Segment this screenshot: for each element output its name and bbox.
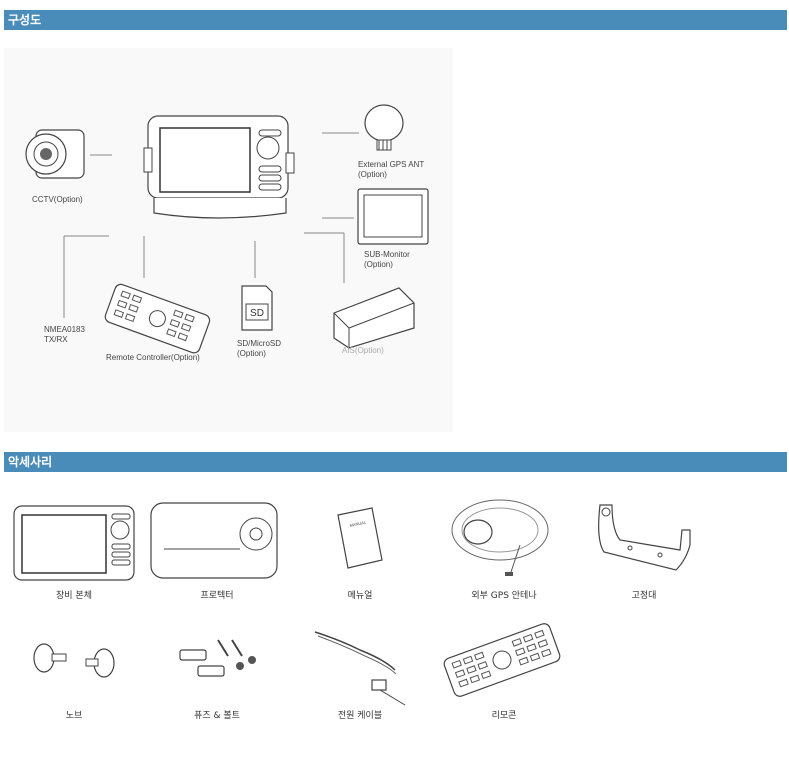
caption-protector: 프로텍터	[200, 591, 234, 601]
accessory-knob-image	[33, 643, 115, 678]
label-sd-line1: SD/MicroSD	[237, 339, 282, 348]
caption-power-cable: 전원 케이블	[337, 711, 383, 721]
accessory-bracket-image	[598, 504, 691, 571]
section-header-accessories: 악세사리	[4, 452, 787, 472]
sd-card-drawing: SD	[241, 285, 273, 331]
accessory-protector-image	[150, 502, 278, 579]
label-gps-line2: (Option)	[358, 170, 387, 179]
label-sd-line2: (Option)	[237, 349, 266, 358]
caption-knob: 노브	[65, 711, 83, 721]
label-cctv: CCTV(Option)	[32, 195, 83, 204]
cctv-camera	[25, 129, 85, 179]
accessory-manual-image: MANUAL	[337, 507, 383, 569]
label-nmea-line2: TX/RX	[44, 335, 68, 344]
label-ais: AIS(Option)	[342, 346, 384, 355]
section-header-config: 구성도	[4, 10, 787, 30]
ais-box-drawing	[333, 287, 415, 349]
caption-bracket: 고정대	[631, 591, 657, 601]
caption-gps-antenna: 외부 GPS 안테나	[471, 591, 537, 601]
accessory-main-unit-image	[13, 505, 135, 581]
manual-cover-text: MANUAL	[349, 519, 367, 528]
main-unit-drawing	[143, 115, 295, 219]
accessory-gps-antenna-image	[451, 499, 549, 576]
label-sub-monitor-line1: SUB-Monitor	[364, 250, 410, 259]
sd-card-text: SD	[250, 308, 264, 319]
label-remote-controller: Remote Controller(Option)	[106, 353, 200, 362]
accessory-power-cable-image	[314, 631, 406, 706]
caption-fuse-bolt: 퓨즈 & 볼트	[194, 711, 240, 721]
label-nmea-line1: NMEA0183	[44, 325, 85, 334]
section-title-accessories: 악세사리	[8, 455, 53, 469]
remote-controller-drawing	[104, 283, 211, 354]
caption-main-unit: 장비 본체	[56, 591, 92, 601]
caption-remote: 리모콘	[491, 711, 517, 721]
accessory-fuse-bolt-image	[179, 639, 256, 677]
sub-monitor-drawing	[357, 188, 429, 245]
label-gps-line1: External GPS ANT	[358, 160, 425, 169]
diagram-illustration: SD	[25, 104, 429, 354]
caption-manual: 메뉴얼	[347, 591, 373, 601]
section-title-config: 구성도	[8, 13, 42, 27]
gps-antenna-drawing	[364, 104, 404, 151]
configuration-diagram: SD CCTV(Option) External GPS ANT (Option…	[4, 48, 453, 432]
accessory-remote-image	[443, 623, 561, 697]
label-sub-monitor-line2: (Option)	[364, 260, 393, 269]
